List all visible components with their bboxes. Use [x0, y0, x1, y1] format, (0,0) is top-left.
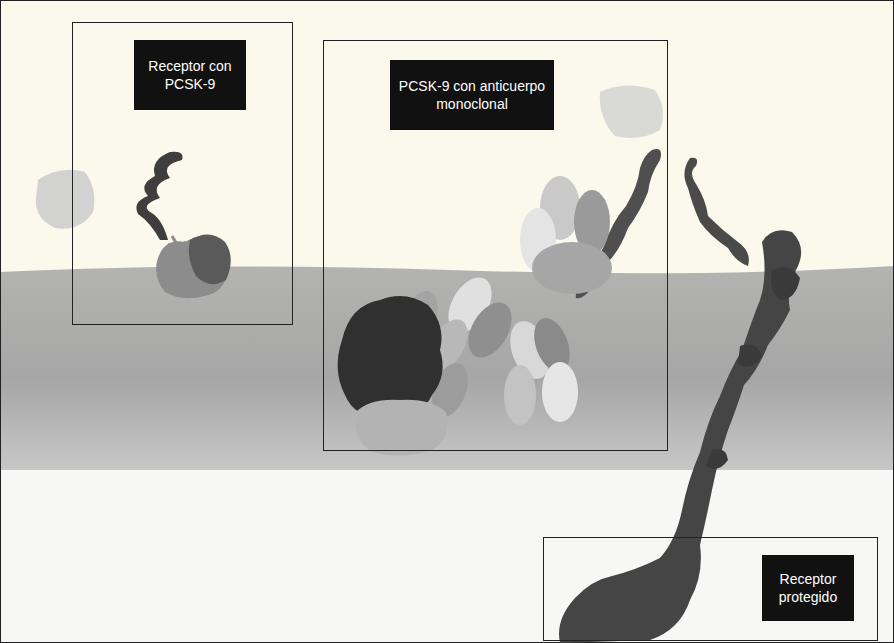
- ldl-strand: [684, 158, 748, 266]
- cytoplasm: [0, 470, 894, 643]
- receptor-tail: [168, 236, 186, 250]
- ldl-particle: [600, 85, 663, 138]
- antibody-domain: [459, 295, 520, 365]
- label-box: PCSK-9 con anticuerpo monoclonal: [390, 60, 554, 130]
- receptor-fragment: [355, 400, 447, 456]
- panel-frame: [324, 41, 668, 451]
- pcsk9-strand: [136, 152, 182, 240]
- antibody-domain: [532, 242, 612, 294]
- label-text: Receptor protegido: [770, 570, 846, 606]
- label-box: Receptor protegido: [762, 555, 854, 621]
- ldl-particle: [36, 170, 95, 229]
- label-text: Receptor con PCSK-9: [142, 57, 238, 93]
- pcsk9: [189, 234, 231, 284]
- panel-frame: [544, 538, 878, 641]
- label-box: Receptor con PCSK-9: [134, 40, 246, 110]
- antibody-domain: [504, 365, 536, 425]
- panel-frame: [73, 23, 293, 325]
- receptor-domain: [706, 267, 800, 469]
- label-text: PCSK-9 con anticuerpo monoclonal: [398, 77, 546, 113]
- antibody-domain: [542, 362, 578, 422]
